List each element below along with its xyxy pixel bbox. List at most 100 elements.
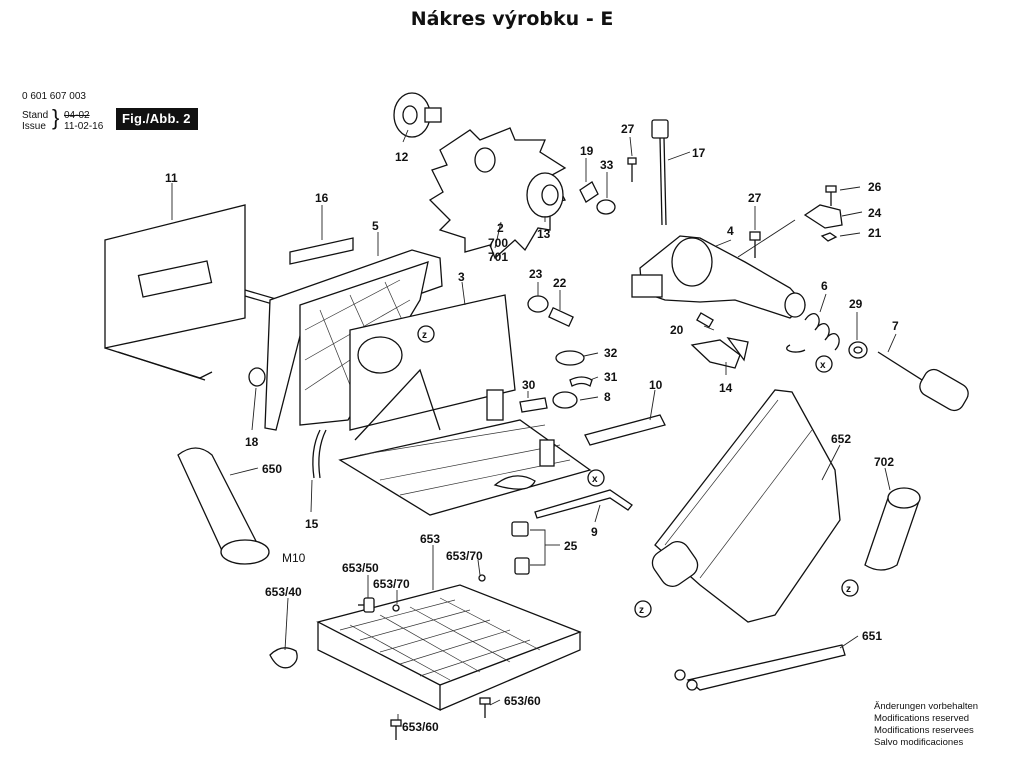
part-label-24: 24: [868, 206, 882, 220]
part-19-33-washers: [579, 181, 616, 215]
part-label-701: 701: [488, 250, 508, 264]
part-label-18: 18: [245, 435, 259, 449]
part-label-651: 651: [862, 629, 882, 643]
part-4-motor-housing: [631, 235, 806, 319]
page-title: Nákres výrobku - E: [410, 8, 614, 30]
part-label-653-70b: 653/70: [373, 577, 410, 591]
part-label-653-40: 653/40: [265, 585, 302, 599]
note-line: Modifications reserved: [874, 713, 970, 724]
part-20-spring-pin: [696, 312, 714, 328]
part-label-3: 3: [458, 270, 465, 284]
part-label-17: 17: [692, 146, 706, 160]
part-2-saw-blade: [428, 127, 567, 260]
part-653-50-screw: [358, 597, 375, 613]
part-label-m10: M10: [282, 551, 306, 565]
part-label-653: 653: [420, 532, 440, 546]
part-16-label-plate: [289, 237, 354, 265]
leader-lines: [171, 129, 897, 720]
part-14-clip: [690, 337, 749, 369]
part-label-11: 11: [165, 171, 178, 185]
brace-glyph: }: [52, 105, 60, 130]
part-label-29: 29: [849, 297, 863, 311]
part-label-652: 652: [831, 432, 851, 446]
part-23-22-bolt: [527, 295, 574, 328]
part-653-60-screws: [390, 697, 491, 740]
part-9-hex-key: [534, 489, 633, 519]
part-label-30: 30: [522, 378, 536, 392]
part-label-702: 702: [874, 455, 894, 469]
part-18-screw: [248, 367, 266, 387]
part-label-33: 33: [600, 158, 614, 172]
part-653-70-screws: [392, 574, 486, 612]
modifications-note: Änderungen vorbehalten Modifications res…: [874, 701, 978, 749]
part-652-dust-bag: [651, 389, 841, 623]
part-label-20: 20: [670, 323, 684, 337]
part-32-31-8-washers: [552, 350, 593, 409]
marker-x: x: [592, 474, 598, 485]
part-label-7: 7: [892, 319, 899, 333]
part-11-parallel-guide: [104, 204, 301, 381]
marker-z: z: [422, 330, 427, 341]
part-26-24-21-clamp: [803, 185, 843, 242]
part-label-5: 5: [372, 219, 379, 233]
part-label-653-70a: 653/70: [446, 549, 483, 563]
part-label-32: 32: [604, 346, 618, 360]
part-label-19: 19: [580, 144, 594, 158]
part-label-4: 4: [727, 224, 734, 238]
part-label-650: 650: [262, 462, 282, 476]
part-label-16: 16: [315, 191, 329, 205]
marker-z: z: [846, 584, 851, 595]
part-label-26: 26: [868, 180, 882, 194]
stand-value: 04-02: [64, 110, 90, 121]
stand-label: Stand: [22, 110, 49, 121]
part-label-27b: 27: [748, 191, 762, 205]
part-27-screws: [627, 157, 761, 258]
issue-value: 11-02-16: [64, 121, 104, 132]
issue-label: Issue: [22, 121, 46, 132]
part-label-23: 23: [529, 267, 543, 281]
part-29-ring: [848, 341, 868, 359]
marker-z: z: [639, 605, 644, 616]
view-markers: z x x z z: [417, 325, 859, 618]
marker-x: x: [820, 360, 826, 371]
part-3-base-housing: [338, 294, 592, 516]
part-label-9: 9: [591, 525, 598, 539]
part-6-spring: [786, 313, 840, 353]
part-15-cord: [312, 429, 327, 479]
part-label-653-50: 653/50: [342, 561, 379, 575]
part-labels: 11 16 5 3 12 2 700 701 13 19 33 27 17 27…: [165, 122, 899, 734]
part-label-653-60b: 653/60: [402, 720, 439, 734]
document-number: 0 601 607 003: [22, 91, 86, 102]
part-label-21: 21: [868, 226, 882, 240]
part-25-clamp-pair: [511, 521, 530, 575]
part-label-31: 31: [604, 370, 618, 384]
part-label-8: 8: [604, 390, 611, 404]
part-30-plate: [519, 397, 548, 413]
part-653-base-plate: [316, 584, 582, 712]
part-label-653-60a: 653/60: [504, 694, 541, 708]
part-label-12: 12: [395, 150, 409, 164]
note-line: Modifications reservees: [874, 725, 974, 736]
part-label-15: 15: [305, 517, 319, 531]
part-702-adapter: [864, 487, 921, 571]
part-label-2: 2: [497, 221, 504, 235]
part-label-13: 13: [537, 227, 551, 241]
part-label-27a: 27: [621, 122, 635, 136]
part-653-40-lever: [269, 647, 298, 669]
part-17-bolt: [651, 119, 669, 226]
part-label-14: 14: [719, 381, 733, 395]
part-label-10: 10: [649, 378, 663, 392]
part-label-700: 700: [488, 236, 508, 250]
part-label-6: 6: [821, 279, 828, 293]
note-line: Salvo modificaciones: [874, 737, 964, 748]
part-label-22: 22: [553, 276, 567, 290]
part-12-flange: [393, 92, 442, 138]
part-650-handle: [177, 447, 270, 565]
part-651-spanner: [674, 644, 846, 691]
part-13-flange-nut: [526, 172, 564, 218]
part-label-25: 25: [564, 539, 578, 553]
note-line: Änderungen vorbehalten: [874, 701, 979, 712]
part-10-strip: [584, 414, 666, 446]
figure-badge: Fig./Abb. 2: [116, 108, 198, 130]
